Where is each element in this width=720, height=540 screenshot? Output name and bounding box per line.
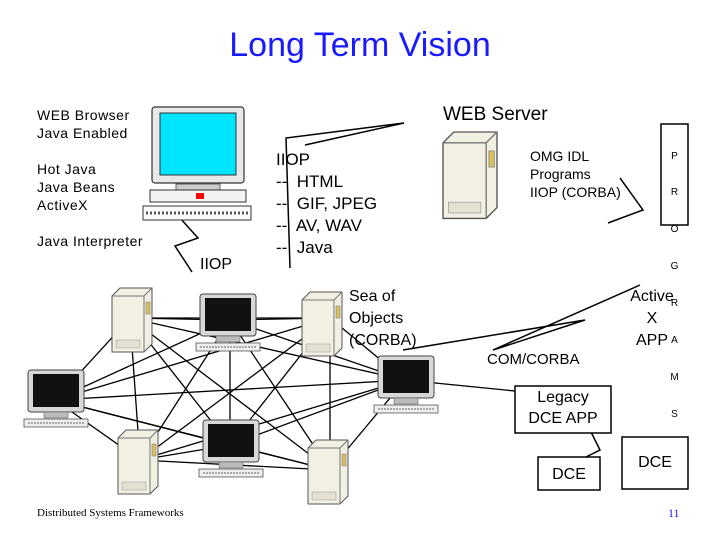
monitor-icon: [198, 419, 264, 478]
web-server-label: WEB Server: [443, 104, 548, 125]
lightning-icon-server-iiop: [285, 122, 405, 269]
omg-idl-line-1: OMG IDL: [530, 148, 590, 164]
legacy-dce-line-2: DCE APP: [528, 410, 598, 427]
dce-right-box: [621, 436, 689, 490]
iiop-list-item-2: -- HTML: [276, 172, 344, 191]
browser-label-line-2: Java Enabled: [37, 125, 128, 141]
iiop-list-item-3: -- GIF, JPEG: [276, 194, 378, 213]
java-interpreter-label: Java Interpreter: [37, 233, 144, 249]
dce-left-label: DCE: [552, 466, 586, 483]
programs-letter: R: [670, 298, 679, 310]
dce-right-label: DCE: [638, 454, 672, 471]
sea-of-objects-line-1: Sea of: [349, 288, 396, 305]
legacy-dce-line-1: Legacy: [537, 389, 589, 406]
activex-app-line-3: APP: [635, 332, 668, 349]
programs-letter: P: [671, 150, 678, 162]
activex-app-line-1: Active: [630, 288, 674, 305]
browser-feature-1: Hot Java: [37, 161, 97, 177]
monitor-icon: [195, 293, 261, 352]
lightning-icon-server-programs: [607, 177, 645, 224]
browser-feature-3: ActiveX: [37, 197, 88, 213]
programs-box: [660, 123, 689, 226]
sea-of-objects-line-2: Objects: [349, 310, 404, 327]
omg-idl-line-3: IIOP (CORBA): [530, 184, 621, 200]
sea-of-objects-line-3: (CORBA): [349, 332, 417, 349]
server-tower-icon: [307, 439, 349, 505]
server-tower-icon: [117, 429, 159, 495]
lightning-icon-browser-iiop: [173, 217, 200, 273]
legacy-dce-box: [514, 385, 612, 434]
programs-letter: R: [670, 187, 679, 199]
programs-letter: S: [671, 408, 678, 420]
browser-label-line-1: WEB Browser: [37, 107, 130, 123]
programs-letter: A: [671, 335, 678, 347]
iiop-list-item-1: IIOP: [276, 150, 311, 169]
iiop-left-label: IIOP: [200, 256, 233, 273]
activex-app-line-2: X: [646, 310, 658, 327]
monitor-icon: [373, 355, 439, 414]
page-number: 11: [668, 506, 680, 520]
programs-letter: M: [670, 371, 679, 383]
server-tower-icon: [301, 291, 343, 357]
programs-vertical-label: P R O G R A M S: [661, 126, 688, 433]
server-tower-icon: [111, 287, 153, 353]
footer-text: Distributed Systems Frameworks: [37, 507, 184, 519]
omg-idl-line-2: Programs: [530, 166, 591, 182]
iiop-list-item-4: -- AV, WAV: [276, 216, 362, 235]
com-corba-label: COM/CORBA: [487, 351, 580, 368]
programs-letter: G: [670, 261, 679, 273]
dce-left-box: [537, 456, 601, 491]
monitor-icon: [23, 369, 89, 428]
browser-computer-icon: [142, 106, 252, 221]
lightning-icon-corba-activex: [402, 284, 641, 351]
page-title: Long Term Vision: [229, 26, 491, 64]
programs-letter: O: [670, 224, 679, 236]
server-tower-icon: [442, 131, 498, 220]
iiop-list-item-5: -- Java: [276, 238, 333, 257]
browser-feature-2: Java Beans: [37, 179, 116, 195]
lightning-icon: [173, 122, 405, 273]
